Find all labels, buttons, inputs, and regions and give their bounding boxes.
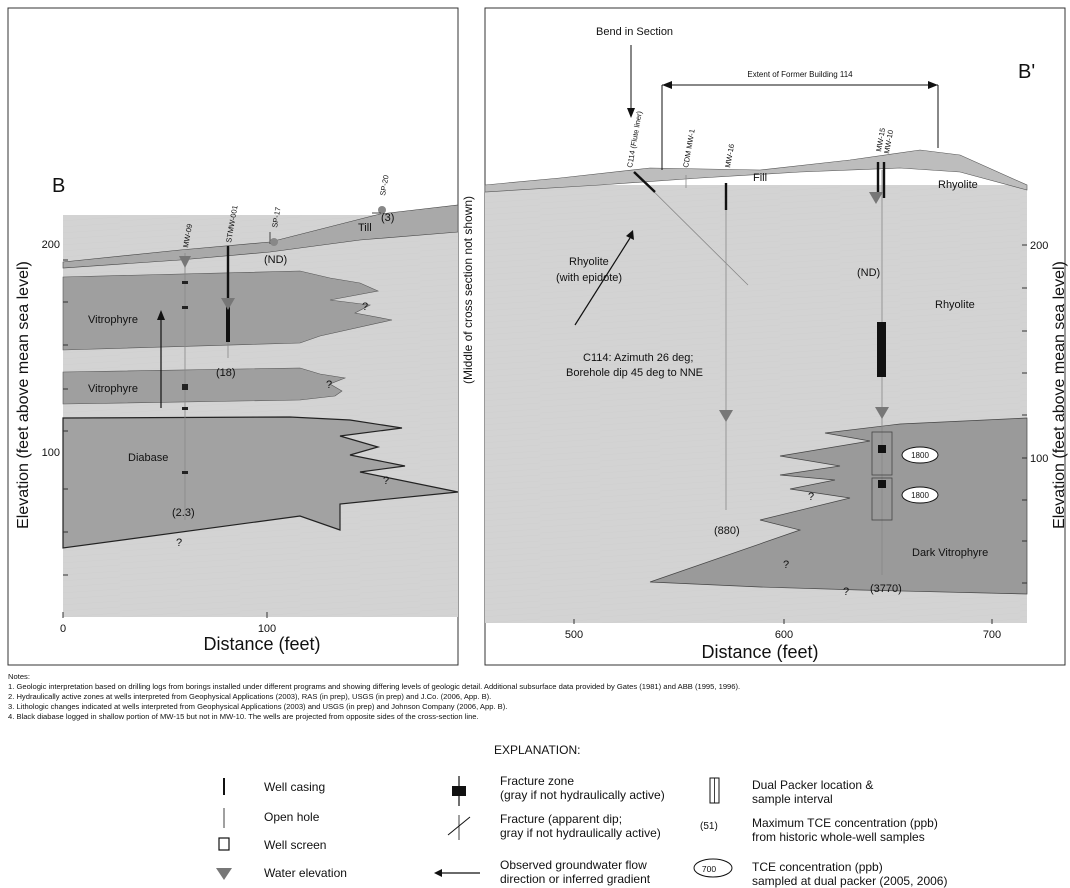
right-x-tick-600: 600 xyxy=(775,629,793,641)
query-mark: ? xyxy=(362,301,368,313)
well-label-sp20: SP-20 xyxy=(378,174,390,196)
land-surface-fill xyxy=(484,149,1028,193)
note-item: 4. Black diabase logged in shallow porti… xyxy=(8,712,479,721)
legend-tce-value: 700 xyxy=(702,864,716,874)
value-3: (3) xyxy=(381,212,394,224)
right-x-axis-label: Distance (feet) xyxy=(701,642,818,662)
packer-value-2: 1800 xyxy=(911,491,929,500)
unit-dark-vitrophyre: Dark Vitrophyre xyxy=(912,547,988,559)
well-label-mw09: MW-09 xyxy=(181,223,194,248)
legend-fracture-zone-line1: Fracture zone xyxy=(500,774,575,788)
value-18: (18) xyxy=(216,367,236,379)
query-mark: ? xyxy=(783,559,789,571)
legend-max-tce-value: (51) xyxy=(700,821,718,832)
panel-left xyxy=(7,7,459,666)
value-nd-left: (ND) xyxy=(264,254,287,266)
right-x-tick-700: 700 xyxy=(983,629,1001,641)
value-2-3: (2.3) xyxy=(172,507,195,519)
legend-packer-line2: sample interval xyxy=(752,792,833,806)
unit-rhyolite-left: Rhyolite xyxy=(569,256,609,268)
well-label-mw10: MW-10 xyxy=(882,129,895,154)
value-nd-right: (ND) xyxy=(857,267,880,279)
c114-note-line2: Borehole dip 45 deg to NNE xyxy=(566,367,703,379)
well-label-mw15: MW-15 xyxy=(874,127,887,152)
query-mark: ? xyxy=(176,537,182,549)
value-880: (880) xyxy=(714,525,740,537)
diabase-unit xyxy=(62,416,459,549)
dark-vitrophyre-unit xyxy=(649,417,1028,595)
legend-packer-line1: Dual Packer location & xyxy=(752,778,874,792)
legend-flow-line2: direction or inferred gradient xyxy=(500,872,651,886)
legend-tce-line1: TCE concentration (ppb) xyxy=(752,860,883,874)
panel-right xyxy=(484,7,1066,666)
right-y-tick-100: 100 xyxy=(1030,453,1048,465)
c114-note-line1: C114: Azimuth 26 deg; xyxy=(583,352,693,364)
left-y-tick-200: 200 xyxy=(42,239,60,251)
packer-value-1: 1800 xyxy=(911,451,929,460)
query-mark: ? xyxy=(326,379,332,391)
legend-well-casing: Well casing xyxy=(264,780,326,794)
value-3770: (3770) xyxy=(870,583,902,595)
extent-label: Extent of Former Building 114 xyxy=(747,70,853,79)
right-y-tick-200: 200 xyxy=(1030,240,1048,252)
legend-max-tce-line1: Maximum TCE concentration (ppb) xyxy=(752,816,938,830)
left-y-axis-label: Elevation (feet above mean sea level) xyxy=(15,261,32,529)
notes-heading: Notes: xyxy=(8,672,30,681)
note-item: 1. Geologic interpretation based on dril… xyxy=(8,682,741,691)
unit-till: Till xyxy=(358,222,372,234)
left-x-tick-100: 100 xyxy=(258,623,276,635)
note-item: 3. Lithologic changes indicated at wells… xyxy=(8,702,508,711)
middle-section-label: (Middle of cross section not shown) xyxy=(461,196,475,384)
left-x-tick-0: 0 xyxy=(60,623,66,635)
unit-diabase: Diabase xyxy=(128,452,168,464)
till-unit xyxy=(62,204,459,269)
query-mark: ? xyxy=(843,586,849,598)
legend-well-screen: Well screen xyxy=(264,838,327,852)
left-y-tick-100: 100 xyxy=(42,447,60,459)
legend-open-hole: Open hole xyxy=(264,810,320,824)
unit-with-epidote: (with epidote) xyxy=(556,272,622,284)
unit-vitrophyre-1: Vitrophyre xyxy=(88,314,138,326)
unit-rhyolite-top: Rhyolite xyxy=(938,179,978,191)
legend-fracture-line2: gray if not hydraulically active) xyxy=(500,826,661,840)
notes-block: Notes: 1. Geologic interpretation based … xyxy=(8,672,1068,722)
section-letter-b: B xyxy=(52,175,65,197)
legend-tce-line2: sampled at dual packer (2005, 2006) xyxy=(752,874,948,888)
right-x-tick-500: 500 xyxy=(565,629,583,641)
legend-water-elevation: Water elevation xyxy=(264,866,347,880)
legend-symbols xyxy=(216,776,733,880)
well-label-mw16: MW-16 xyxy=(723,143,736,168)
section-letter-b-prime: B' xyxy=(1018,61,1035,83)
unit-rhyolite-right: Rhyolite xyxy=(935,299,975,311)
legend-fracture-zone-line2: (gray if not hydraulically active) xyxy=(500,788,665,802)
note-item: 2. Hydraulically active zones at wells i… xyxy=(8,692,492,701)
vitrophyre-lower xyxy=(62,367,347,405)
explanation-title: EXPLANATION: xyxy=(494,743,581,757)
legend-max-tce-line2: from historic whole-well samples xyxy=(752,830,925,844)
legend-fracture-line1: Fracture (apparent dip; xyxy=(500,812,623,826)
well-label-sp17: SP-17 xyxy=(270,206,282,228)
unit-fill: Fill xyxy=(753,172,767,184)
left-x-axis-label: Distance (feet) xyxy=(203,634,320,654)
bend-label: Bend in Section xyxy=(596,26,673,38)
query-mark: ? xyxy=(808,491,814,503)
legend-flow-line1: Observed groundwater flow xyxy=(500,858,647,872)
unit-vitrophyre-2: Vitrophyre xyxy=(88,383,138,395)
right-y-axis-label: Elevation (feet above mean sea level) xyxy=(1051,261,1068,529)
query-mark: ? xyxy=(383,475,389,487)
